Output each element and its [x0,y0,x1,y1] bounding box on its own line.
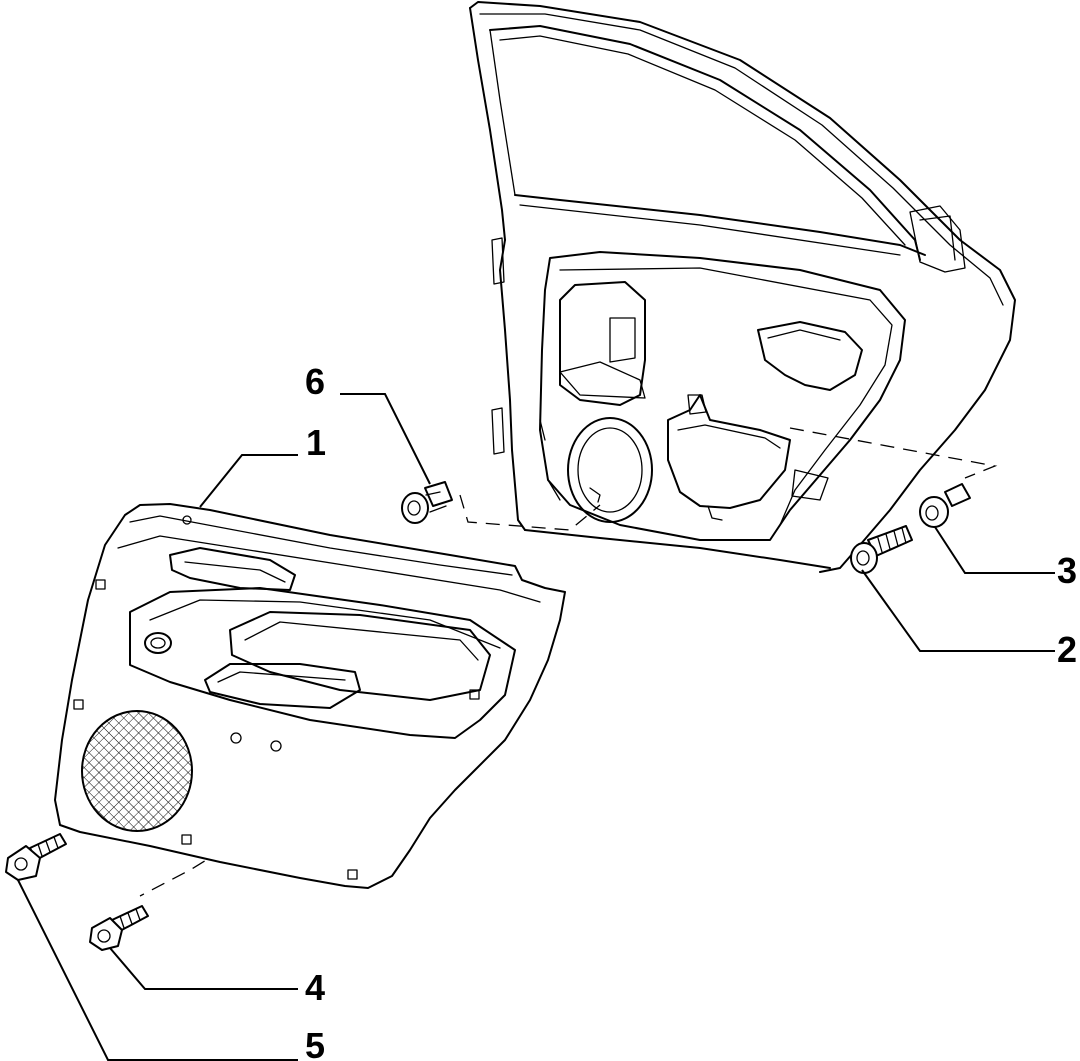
clip-3 [919,483,971,528]
screw-5 [5,833,67,881]
leader-4 [109,947,298,990]
leader-lines [17,393,1055,1061]
leader-6 [340,393,431,485]
callout-4: 4 [305,967,325,1008]
callout-6: 6 [305,361,325,402]
callout-1: 1 [306,422,326,463]
leader-1 [199,454,298,508]
callout-5: 5 [305,1025,325,1061]
leader-5 [17,879,298,1061]
leader-3 [934,526,1055,574]
door-shell [469,1,1016,573]
clip-6 [401,481,453,524]
clip-2 [850,525,913,574]
door-trim-panel [54,503,566,889]
callout-3: 3 [1057,550,1077,591]
leader-2 [861,569,1055,652]
callout-2: 2 [1057,629,1077,670]
screw-4 [89,905,149,951]
